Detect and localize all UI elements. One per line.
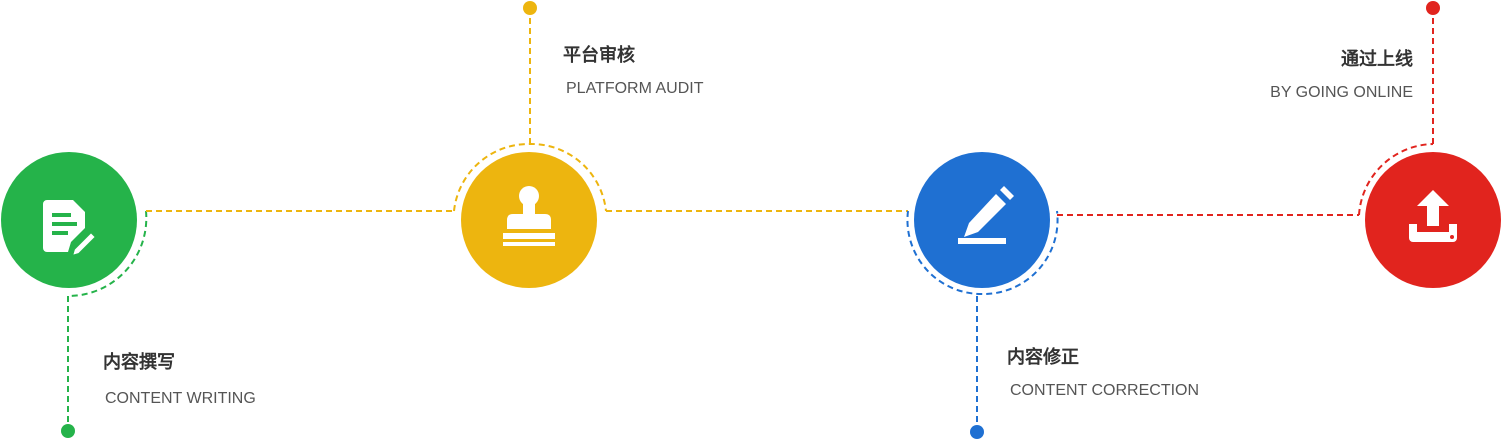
red-end-dot bbox=[1426, 1, 1440, 15]
red-arc bbox=[1358, 143, 1434, 216]
pen-icon bbox=[958, 186, 1014, 244]
step-online-title: 通过上线 bbox=[1341, 49, 1413, 70]
stamp-icon bbox=[503, 186, 555, 246]
step-audit-title: 平台审核 bbox=[563, 45, 635, 66]
step-correction-subtitle: CONTENT CORRECTION bbox=[1010, 382, 1200, 399]
step-online-subtitle: BY GOING ONLINE bbox=[1270, 84, 1413, 101]
step-correction-title: 内容修正 bbox=[1007, 347, 1079, 368]
step-online-circle bbox=[1365, 152, 1501, 288]
green-arc bbox=[67, 210, 148, 298]
blue-arc bbox=[906, 210, 1059, 296]
yellow-end-dot bbox=[523, 1, 537, 15]
step-writing-title: 内容撰写 bbox=[103, 352, 175, 373]
document-edit-icon bbox=[43, 200, 98, 258]
step-audit-circle bbox=[461, 152, 597, 288]
step-writing-circle bbox=[1, 152, 137, 288]
step-audit-subtitle: PLATFORM AUDIT bbox=[566, 80, 704, 97]
upload-icon bbox=[1409, 190, 1457, 242]
step-correction-circle bbox=[914, 152, 1050, 288]
green-end-dot bbox=[61, 424, 75, 438]
step-writing-subtitle: CONTENT WRITING bbox=[105, 390, 256, 407]
blue-end-dot bbox=[970, 425, 984, 439]
